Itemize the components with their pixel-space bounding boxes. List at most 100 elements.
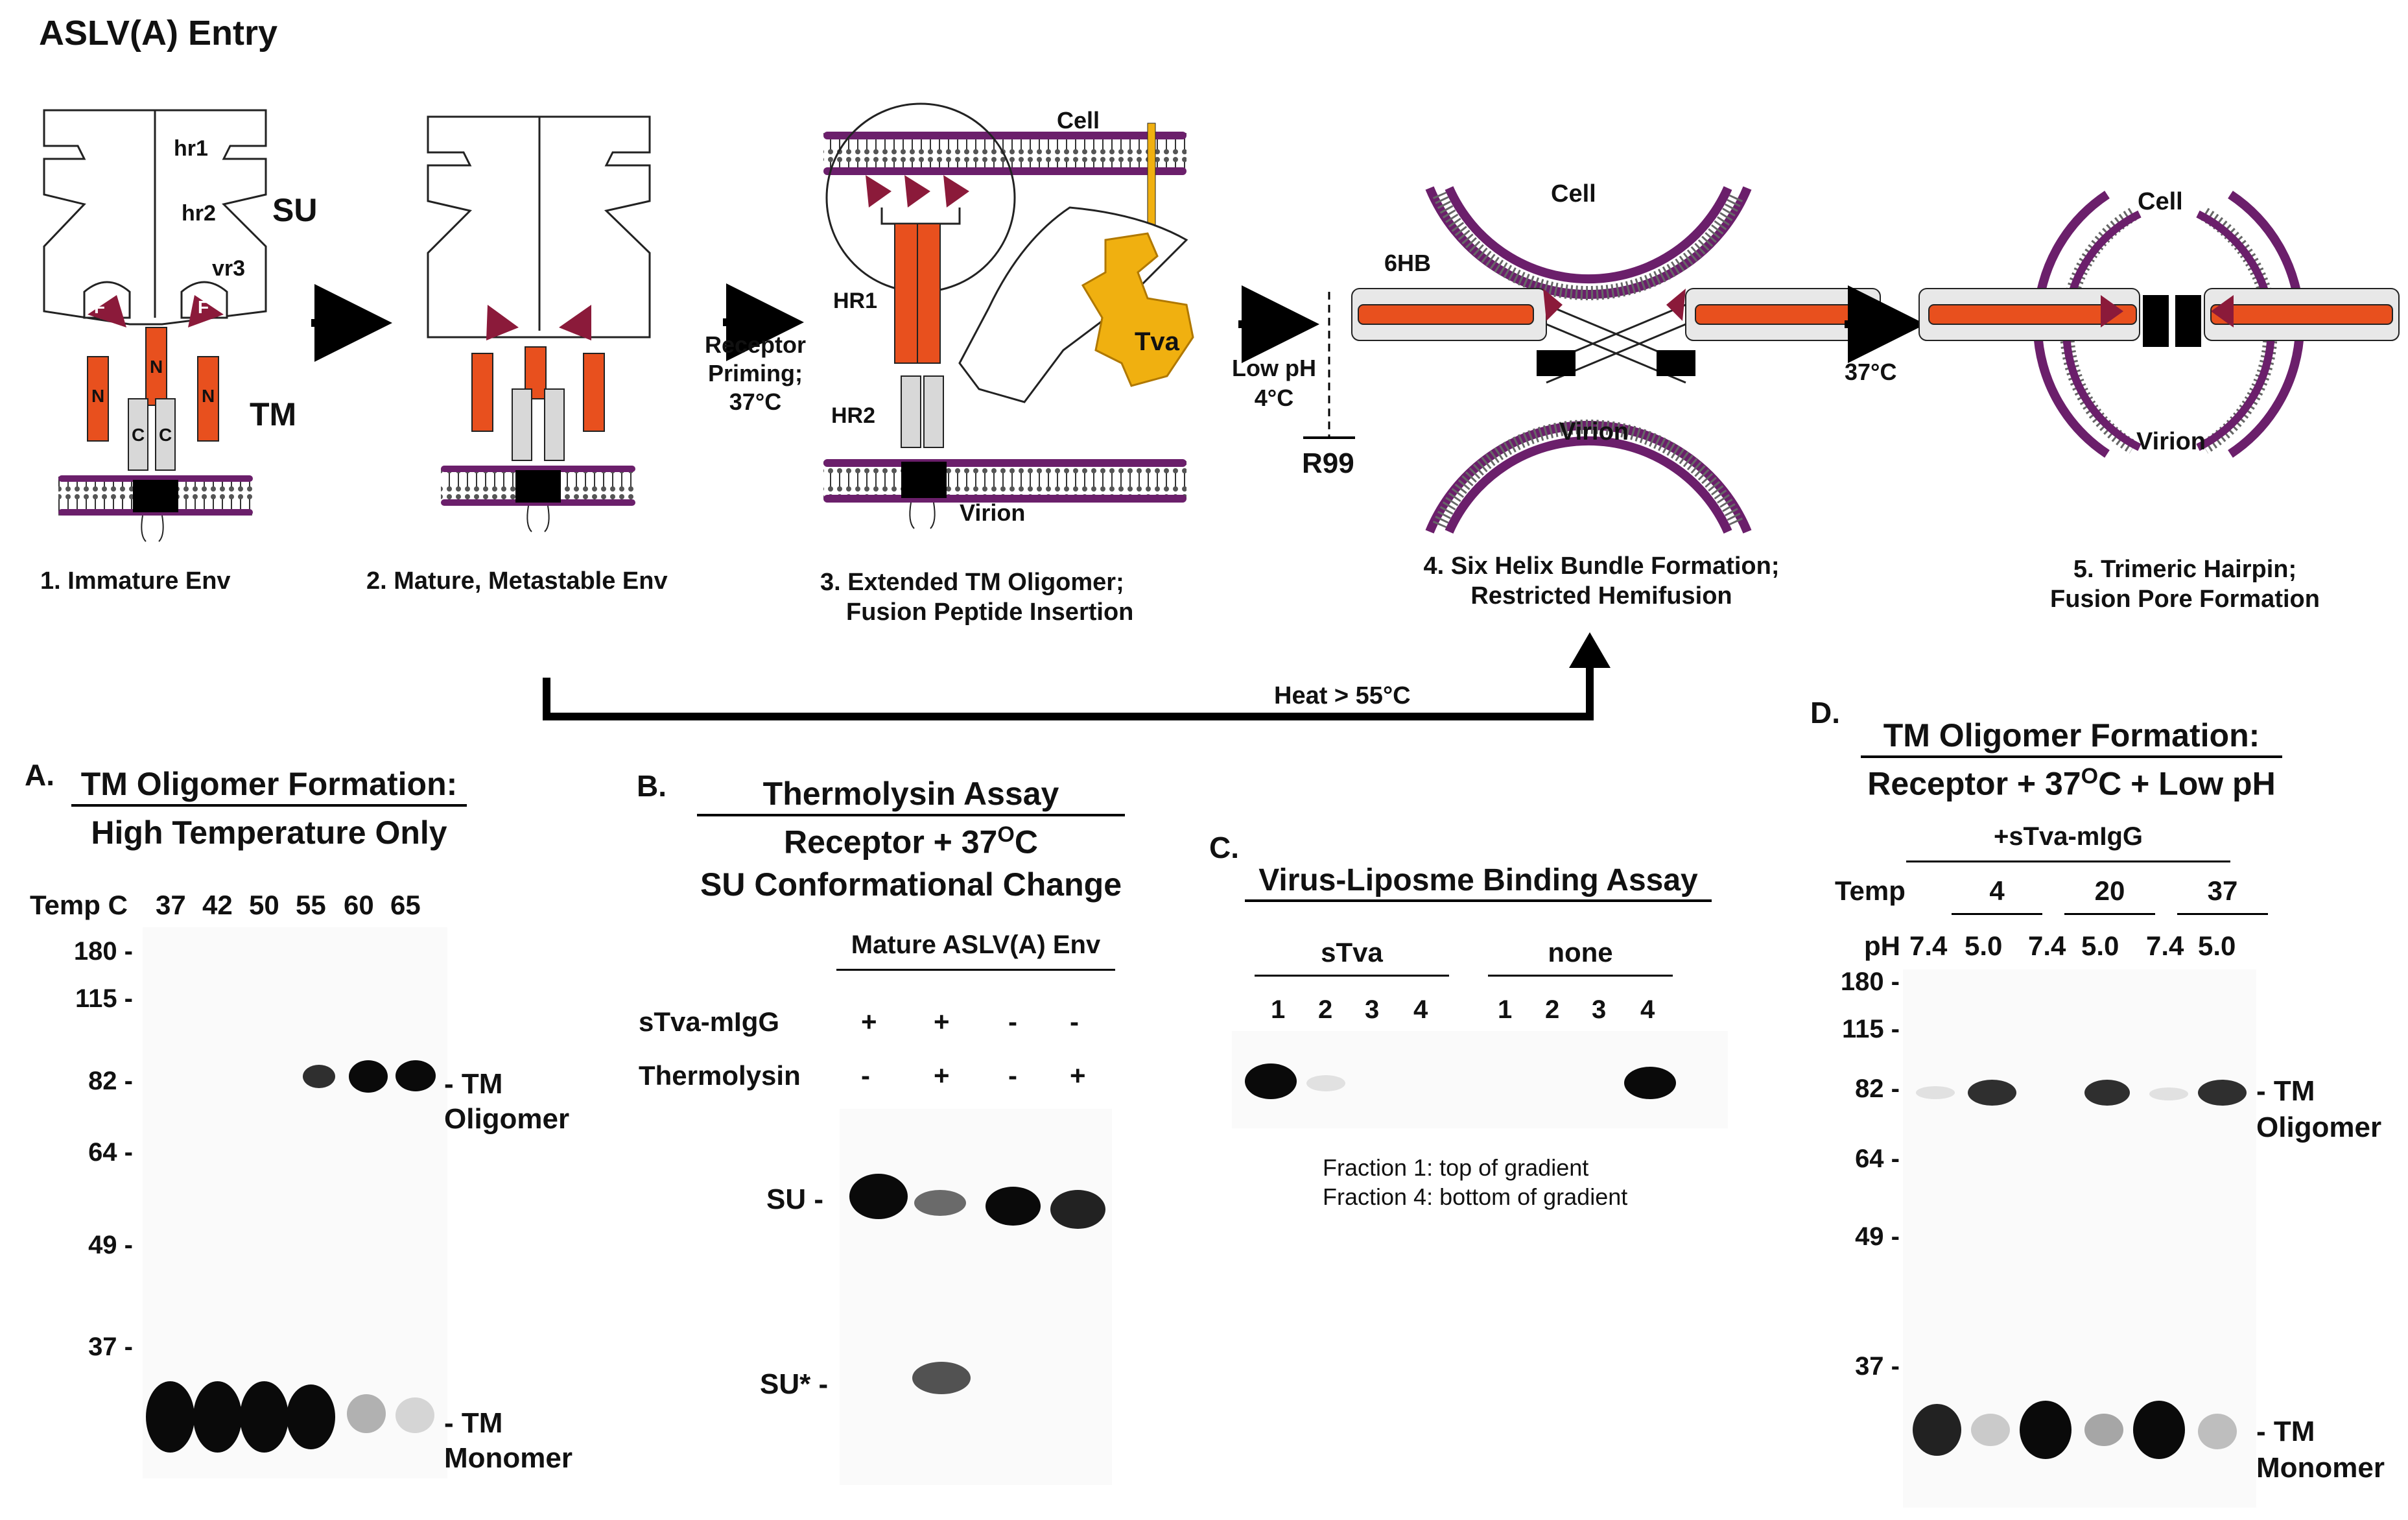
panelC-lane-g0-3: 4: [1413, 995, 1428, 1024]
panelD-marker-4: 49 -: [1855, 1222, 1900, 1251]
step4-six-helix-bundle: [1351, 186, 1881, 534]
arrow4-label: 37°C: [1845, 359, 1897, 385]
heat-arrow-label: Heat > 55°C: [1274, 682, 1411, 709]
panelA-band-oligomer-55: [303, 1065, 335, 1088]
panelA-lane-2: 50: [249, 890, 279, 920]
step2-mature-env: [427, 115, 651, 532]
panelA-lane-header: Temp C: [30, 890, 128, 920]
panelD-band-oligomer-37-7.4: [2149, 1087, 2188, 1100]
panelB-gel: [840, 1109, 1112, 1485]
heat-arrow: [543, 661, 1594, 720]
panelD-ph-2: 7.4: [2028, 931, 2066, 961]
panelD-temp-label: Temp: [1835, 875, 1906, 906]
panelA-gel: [143, 927, 447, 1478]
panelD-band-monomer-37-7.4: [2133, 1401, 2185, 1459]
step1-num: 1.: [40, 567, 61, 595]
step1-label-su: SU: [272, 192, 318, 228]
panelA-band-oligomer-60: [349, 1060, 388, 1093]
entry-diagram: [43, 102, 2400, 720]
step1-label-f-right: F: [198, 297, 209, 317]
panelC-band-none-4: [1624, 1067, 1676, 1099]
panelB-sign-r0-3: -: [1070, 1006, 1079, 1037]
step4-caption-line2: Restricted Hemifusion: [1470, 582, 1732, 610]
step2-num: 2.: [366, 567, 387, 595]
panelD-band-monomer-20-5.0: [2084, 1414, 2123, 1446]
panelC-lane-g0-0: 1: [1271, 995, 1286, 1024]
panelB-title3: SU Conformational Change: [700, 866, 1122, 903]
panelD-band-oligomer-4-7.4: [1916, 1086, 1955, 1099]
panelC-note1: Fraction 1: top of gradient: [1323, 1154, 1589, 1181]
panelB-label-su: SU -: [766, 1183, 823, 1215]
panelD-reagent: +sTva-mIgG: [1906, 822, 2230, 862]
panelC-letter: C.: [1209, 831, 1239, 864]
panelA-letter: A.: [25, 758, 54, 792]
panelD-marker-0: 180 -: [1840, 968, 1900, 996]
panelD-ph-1: 5.0: [1965, 931, 2003, 961]
panelC-lane-g0-2: 3: [1365, 995, 1380, 1024]
step4-label-6hb: 6HB: [1384, 250, 1432, 276]
panelB-letter: B.: [637, 769, 667, 803]
step1-label-n-center: N: [150, 357, 163, 377]
panelC-title: Virus-Liposme Binding Assay: [1245, 862, 1712, 902]
panelC-lane-g1-1: 2: [1545, 995, 1560, 1024]
step3-caption: 3. Extended TM Oligomer; Fusion Peptide …: [820, 567, 1133, 627]
panelD-band-oligomer-4-5.0: [1968, 1080, 2016, 1106]
panelB-sign-r0-1: +: [934, 1006, 950, 1037]
panelB-band-su-3: [986, 1187, 1041, 1226]
step1-label-vr3: vr3: [212, 256, 246, 281]
panelC-gel: [1232, 1031, 1728, 1128]
panelB-title1: Thermolysin Assay: [697, 775, 1125, 816]
panelC-lane-g1-2: 3: [1592, 995, 1607, 1024]
panelA-band-monomer-37: [146, 1381, 195, 1453]
arrow2-label: Receptor Priming; 37°C: [687, 331, 823, 416]
panelB-band-su-2: [914, 1190, 966, 1216]
panelA-band-monomer-50: [240, 1381, 289, 1453]
panelA-marker-0: 180 -: [73, 937, 133, 966]
arrow3-label: Low pH 4°C: [1219, 353, 1329, 413]
panelB-row1-label: sTva-mIgG: [639, 1006, 780, 1037]
step1-label-hr2: hr2: [182, 201, 216, 226]
panelD-ph-5: 5.0: [2198, 931, 2236, 961]
panelC-group2-label: none: [1488, 937, 1673, 977]
panelA-band-monomer-60: [347, 1394, 386, 1433]
panelB-sign-r1-1: +: [934, 1060, 950, 1091]
panelB-band-su-star-2: [912, 1362, 971, 1394]
step5-caption: 5. Trimeric Hairpin; Fusion Pore Formati…: [1990, 554, 2379, 614]
panelA-marker-2: 82 -: [88, 1067, 133, 1095]
panelB-title2: Receptor + 37OC: [784, 822, 1038, 861]
figure-title: ASLV(A) Entry: [39, 14, 278, 53]
step1-label-f-left: F: [94, 297, 106, 317]
step1-immature-env: [43, 109, 267, 542]
step3-label-virion: Virion: [960, 499, 1026, 526]
step5-caption-line1: 5. Trimeric Hairpin;: [2073, 556, 2297, 583]
panelA-lane-5: 65: [390, 890, 421, 920]
panelC-lane-g1-3: 4: [1640, 995, 1655, 1024]
step4-label-virion: Virion: [1559, 418, 1629, 445]
arrow3-line1: Low pH: [1232, 355, 1316, 381]
panelD-ph-0: 7.4: [1909, 931, 1948, 961]
step4-caption: 4. Six Helix Bundle Formation; Restricte…: [1375, 551, 1828, 611]
panelA-band-oligomer-65: [395, 1060, 436, 1091]
panelA-marker-1: 115 -: [75, 984, 133, 1013]
panelD-temp-2: 37: [2177, 875, 2268, 915]
panelD-marker-1: 115 -: [1842, 1015, 1900, 1043]
panelA-title2: High Temperature Only: [91, 814, 447, 851]
step2-caption: 2. Mature, Metastable Env: [366, 567, 668, 595]
panelD-band-monomer-37-5.0: [2198, 1414, 2237, 1449]
panelC-lane-g0-1: 2: [1318, 995, 1333, 1024]
panelB-sign-r0-2: -: [1008, 1006, 1017, 1037]
arrow2-line2: Priming;: [707, 360, 803, 386]
step1-label-n-right: N: [202, 386, 215, 406]
arrow2-line1: Receptor: [704, 331, 807, 358]
panelD-title2: Receptor + 37OC + Low pH: [1867, 764, 2276, 802]
step5-label-virion: Virion: [2136, 428, 2206, 455]
panelD-title1: TM Oligomer Formation:: [1861, 717, 2282, 758]
step5-label-cell: Cell: [2138, 188, 2183, 215]
panelB-sign-r1-2: -: [1008, 1060, 1017, 1091]
panelD-marker-3: 64 -: [1855, 1145, 1900, 1173]
step4-caption-line1: 4. Six Helix Bundle Formation;: [1423, 552, 1780, 580]
step1-label-hr1: hr1: [174, 136, 208, 161]
panelB-sign-r1-0: -: [861, 1060, 870, 1091]
panelD-ph-3: 5.0: [2081, 931, 2119, 961]
